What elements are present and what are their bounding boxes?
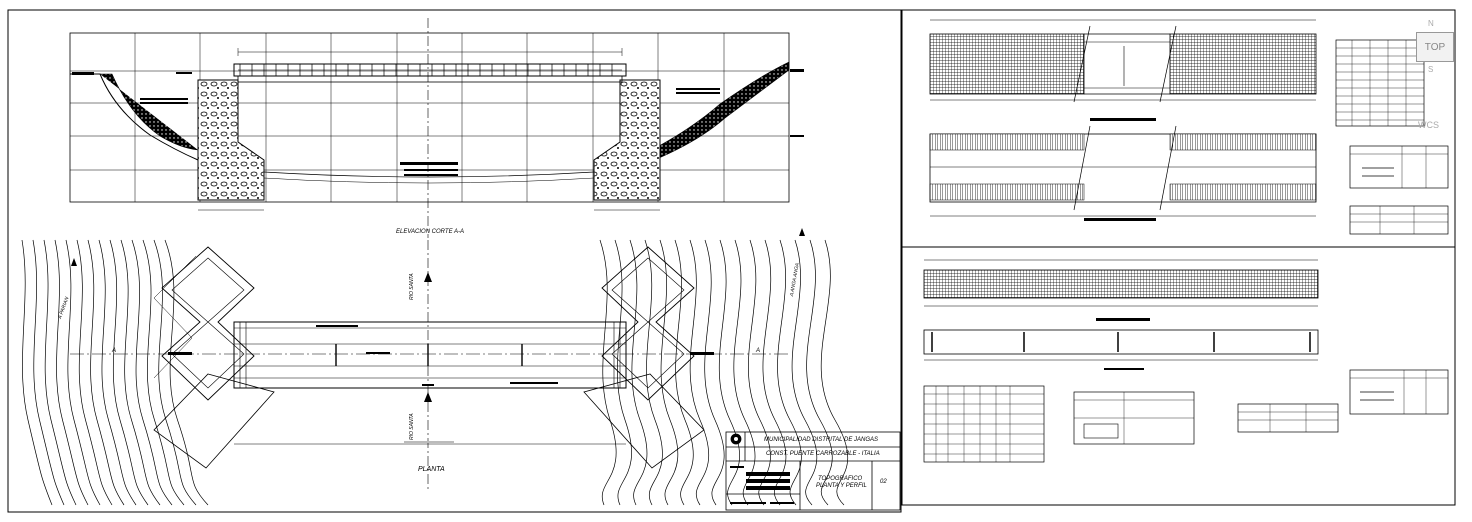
river-label-downstream: RIO SANTA bbox=[409, 413, 415, 440]
viewcube-north[interactable]: N bbox=[1428, 19, 1434, 28]
detail-sheet-top bbox=[929, 19, 1449, 235]
elevation-view bbox=[69, 18, 804, 238]
section-mark-left: A bbox=[112, 348, 117, 354]
detail-sheet-bottom bbox=[923, 259, 1449, 463]
river-label-upstream: RIO SANTA bbox=[409, 273, 415, 300]
section-mark-right: A bbox=[756, 348, 761, 354]
plan-view bbox=[21, 228, 848, 506]
title-block bbox=[725, 431, 901, 511]
elevation-title: ELEVACION CORTE A-A bbox=[396, 229, 465, 235]
viewcube-top-face[interactable]: TOP bbox=[1416, 32, 1454, 62]
viewcube-south[interactable]: S bbox=[1428, 65, 1434, 74]
plan-title: PLANTA bbox=[418, 466, 445, 473]
title-block-entity: MUNICIPALIDAD DISTRITAL DE JANGAS bbox=[764, 437, 879, 443]
title-block-sheet-number: 02 bbox=[880, 479, 887, 485]
title-block-sheet-title-1: TOPOGRAFICO bbox=[818, 476, 863, 482]
viewcube-top-label: TOP bbox=[1424, 41, 1446, 53]
viewcube-wcs[interactable]: WCS bbox=[1418, 120, 1439, 130]
viewcube[interactable]: N TOP S WCS bbox=[1412, 18, 1458, 136]
title-block-sheet-title-2: PLANTA Y PERFIL bbox=[816, 483, 867, 489]
title-block-project: CONST. PUENTE CARROZABLE - ITALIA bbox=[766, 451, 880, 457]
sheet-frames bbox=[7, 9, 1456, 513]
